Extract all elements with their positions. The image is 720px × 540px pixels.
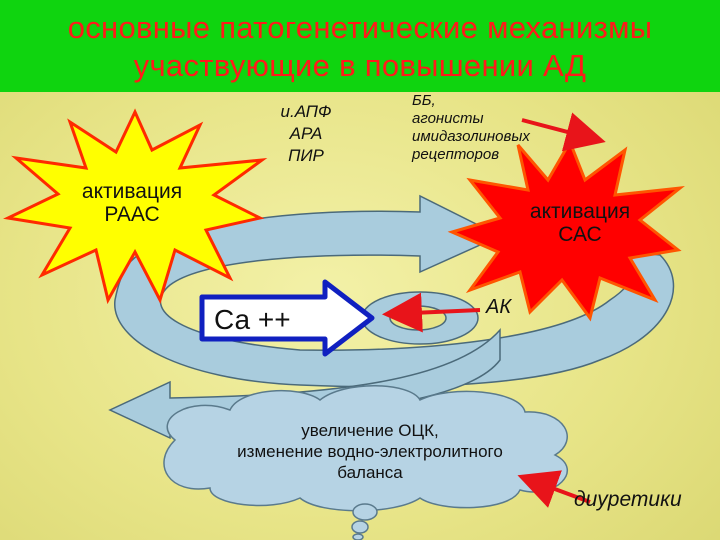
sas-burst	[447, 138, 685, 322]
sas-drug-1: ББ,	[412, 92, 436, 109]
slide-title-line2: участвующие в повышении АД	[133, 48, 587, 83]
diuretics-arrow	[517, 470, 591, 508]
volume-line1: увеличение ОЦК,	[301, 421, 439, 440]
sas-drugs: ББ, агонисты имидазолиновых рецепторов	[412, 92, 572, 164]
raas-label: активация РААС	[52, 180, 212, 226]
sas-drug-2: агонисты	[412, 110, 484, 127]
sas-drug-4: рецепторов	[412, 146, 500, 163]
raas-drugs: и.АПФ АРА ПИР	[266, 101, 346, 167]
diuretics-label: диуретики	[574, 488, 682, 511]
sas-drug-3: имидазолиновых	[412, 128, 530, 145]
raas-drug-2: АРА	[289, 124, 323, 143]
ak-label: АК	[486, 296, 512, 318]
raas-label-line1: активация	[81, 180, 183, 203]
volume-line2: изменение водно-электролитного	[237, 442, 503, 461]
ak-arrow	[382, 292, 481, 333]
raas-drug-1: и.АПФ	[280, 102, 332, 121]
raas-burst	[3, 108, 268, 305]
sas-drug-arrow	[521, 112, 606, 152]
calcium-arrow	[199, 279, 375, 357]
volume-cloud	[163, 385, 569, 540]
raas-drug-3: ПИР	[288, 146, 324, 165]
sas-label: активация САС	[500, 200, 660, 246]
header-band: основные патогенетические механизмы учас…	[0, 0, 720, 92]
raas-label-line2: РААС	[104, 203, 160, 226]
volume-text: увеличение ОЦК, изменение водно-электрол…	[180, 420, 560, 483]
calcium-label: Са ++	[214, 304, 291, 335]
volume-line3: баланса	[337, 463, 403, 482]
sas-label-line1: активация	[529, 200, 631, 223]
slide-title-line1: основные патогенетические механизмы	[67, 10, 653, 45]
sas-label-line2: САС	[558, 223, 602, 246]
outer-ring-arrow	[114, 194, 675, 388]
